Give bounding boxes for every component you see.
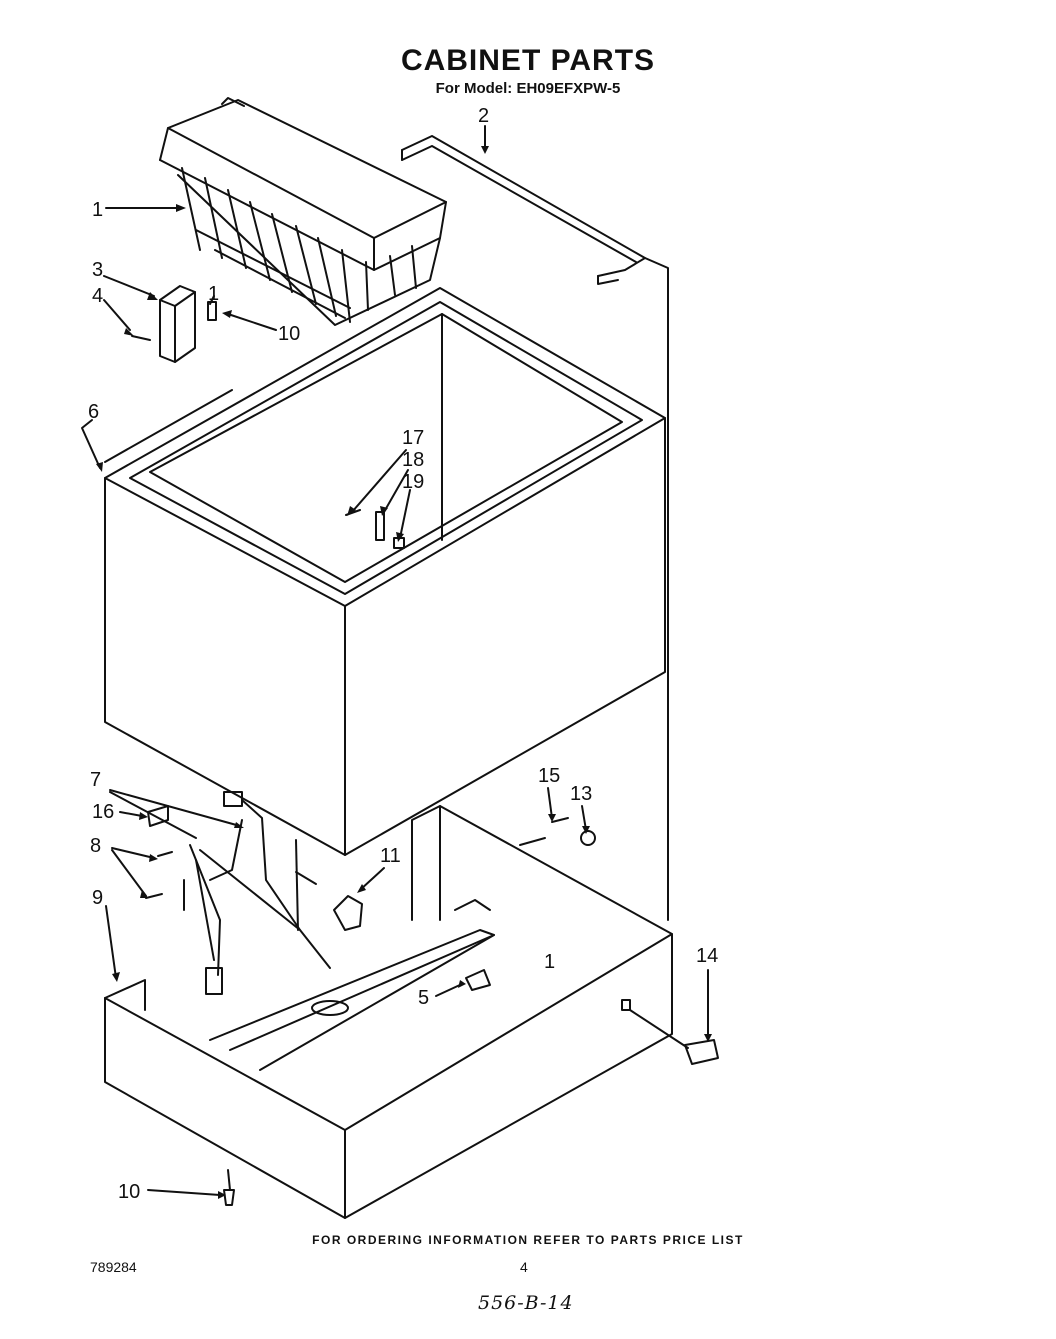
callout-1: 1 — [92, 199, 103, 221]
basket-part — [159, 97, 447, 326]
callout-7: 7 — [90, 769, 101, 791]
callout-19: 19 — [402, 471, 424, 493]
callout-3: 3 — [92, 259, 103, 281]
model-subtitle: For Model: EH09EFXPW-5 — [435, 80, 621, 97]
callout-10-bottom: 10 — [118, 1181, 140, 1203]
callout-14: 14 — [696, 945, 718, 967]
leader-arrowheads — [96, 146, 712, 1199]
page-number: 4 — [520, 1259, 528, 1275]
callout-8: 8 — [90, 835, 101, 857]
gasket-part — [401, 135, 669, 921]
callout-16: 16 — [92, 801, 114, 823]
callout-2: 2 — [478, 105, 489, 127]
callout-labels: 1 2 3 4 1 10 6 17 18 19 7 16 8 9 11 15 1… — [88, 105, 718, 1203]
cabinet-part — [104, 287, 666, 856]
callout-4: 4 — [92, 285, 103, 307]
callout-11: 11 — [380, 845, 401, 867]
hinge-part — [131, 285, 217, 363]
document-number: 789284 — [90, 1259, 137, 1275]
handwritten-note: 556-B-14 — [478, 1292, 574, 1314]
callout-1-hinge: 1 — [208, 283, 219, 305]
callout-18: 18 — [402, 449, 424, 471]
callout-6: 6 — [88, 401, 99, 423]
callout-10-top: 10 — [278, 323, 300, 345]
base-part — [104, 805, 673, 1219]
page-title: CABINET PARTS — [400, 44, 656, 77]
callout-9: 9 — [92, 887, 103, 909]
callout-13: 13 — [570, 783, 592, 805]
hardware-parts — [223, 509, 719, 1206]
ordering-info-note: FOR ORDERING INFORMATION REFER TO PARTS … — [312, 1233, 744, 1247]
callout-1-base: 1 — [544, 951, 555, 973]
callout-5: 5 — [418, 987, 429, 1009]
callout-15: 15 — [538, 765, 560, 787]
leader-lines — [81, 125, 709, 1196]
callout-17: 17 — [402, 427, 424, 449]
wiring-part — [145, 791, 331, 995]
